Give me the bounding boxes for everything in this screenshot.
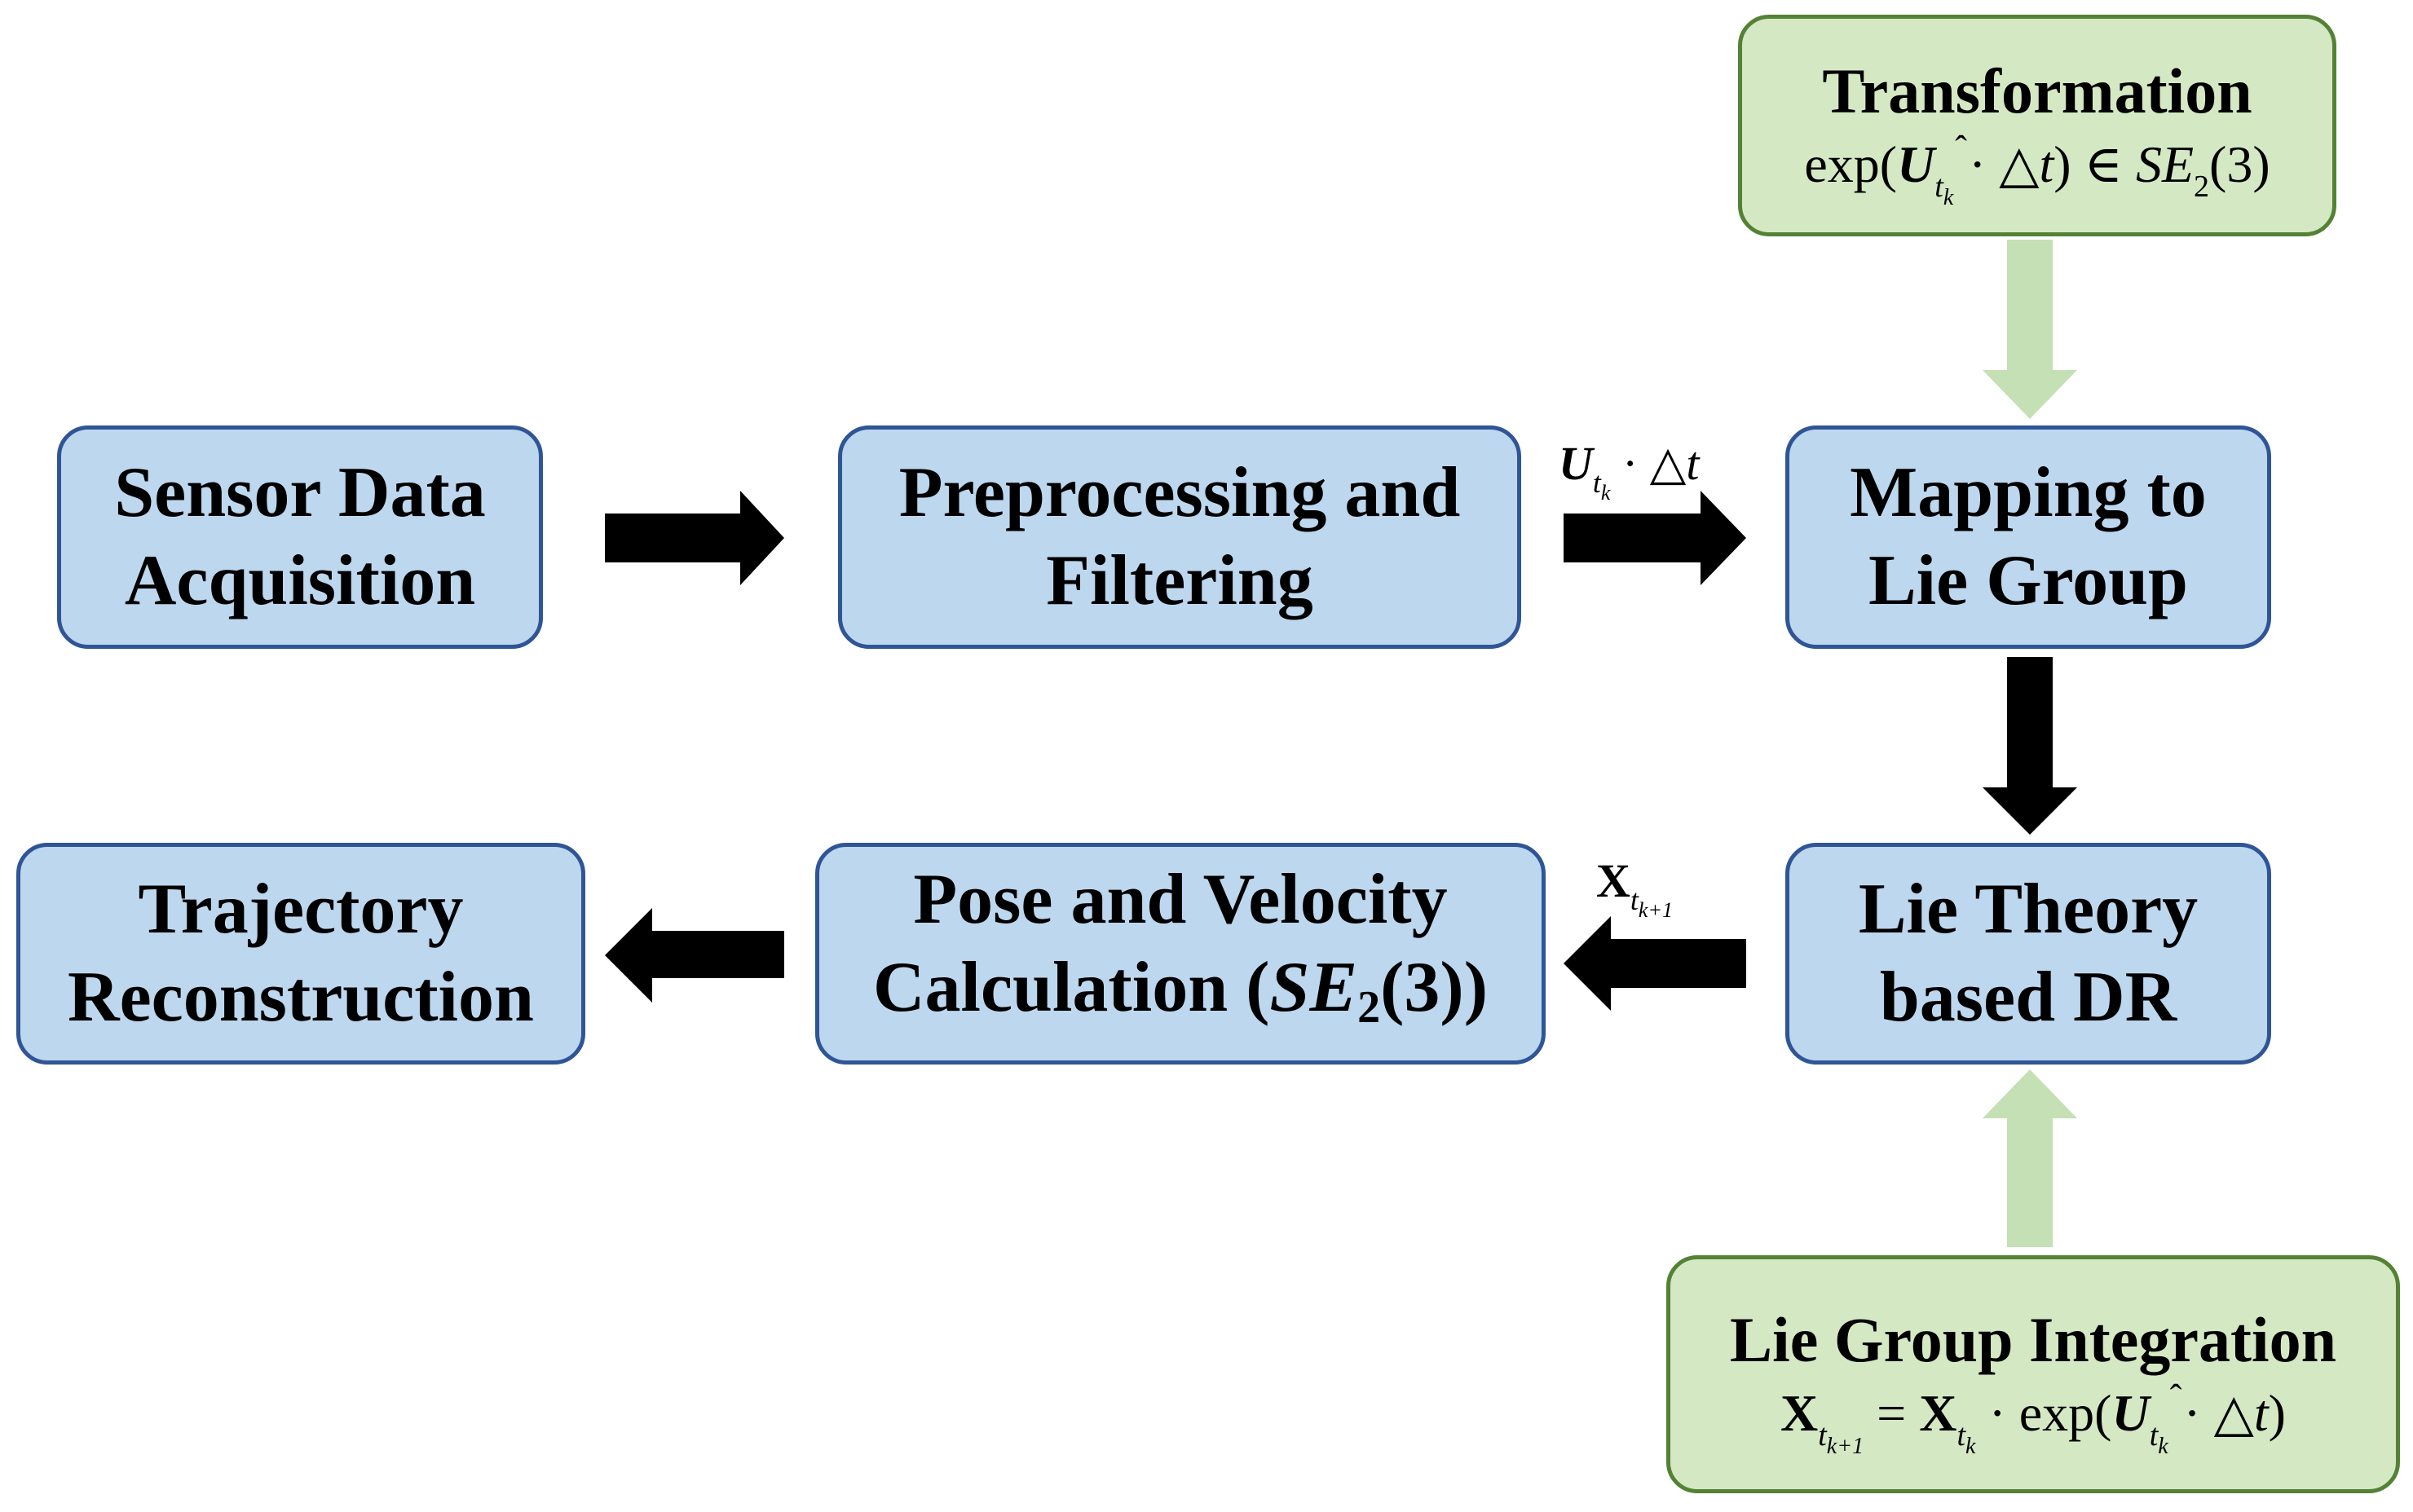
- pose-math-tail: (3)): [1380, 948, 1488, 1027]
- sensor-line2: Acquisition: [124, 541, 476, 620]
- trajectory-line2: Reconstruction: [68, 958, 534, 1037]
- sensor-line1: Sensor Data: [114, 453, 486, 532]
- arrow-mapping-to-lietheory: [1983, 657, 2077, 835]
- trajectory-reconstruction-box: Trajectory Reconstruction: [16, 843, 585, 1065]
- trajectory-line1: Trajectory: [138, 870, 464, 949]
- arrow-lietheory-to-pose: [1564, 916, 1746, 1011]
- pose-velocity-box: Pose and Velocity Calculation (SE2(3)): [815, 843, 1546, 1065]
- mapping-line2: Lie Group: [1868, 541, 2188, 620]
- integration-title: Lie Group Integration: [1730, 1304, 2336, 1375]
- transformation-box: Transformation exp(Utkˆ· △t) ∈ SE2(3): [1738, 15, 2336, 236]
- pose-line1: Pose and Velocity: [913, 860, 1448, 939]
- arrow-label-x-tk1: Xtk+1: [1596, 854, 1673, 922]
- preprocessing-filtering-box: Preprocessing and Filtering: [838, 425, 1521, 649]
- arrow-transformation-to-mapping: [1983, 240, 2077, 419]
- pose-line2-text: Calculation (: [872, 948, 1270, 1027]
- integration-formula: Xtk+1 = Xtk · exp(Utkˆ· △t): [1780, 1378, 2286, 1459]
- pose-math-se: SE: [1269, 948, 1358, 1027]
- pose-line2: Calculation (SE2(3)): [873, 944, 1488, 1051]
- lietheory-line1: Lie Theory: [1858, 870, 2199, 949]
- lietheory-line2: based DR: [1879, 958, 2177, 1037]
- transformation-title: Transformation: [1822, 55, 2252, 126]
- mapping-line1: Mapping to: [1850, 453, 2207, 532]
- arrow-pose-to-trajectory: [605, 908, 784, 1003]
- lie-group-integration-box: Lie Group Integration Xtk+1 = Xtk · exp(…: [1666, 1255, 2400, 1493]
- arrow-preprocess-to-mapping: [1564, 491, 1746, 585]
- transformation-formula: exp(Utkˆ· △t) ∈ SE2(3): [1804, 129, 2270, 210]
- arrow-integration-to-lietheory: [1983, 1069, 2077, 1247]
- pose-math-sub: 2: [1357, 982, 1381, 1033]
- arrow-sensor-to-preprocess: [605, 491, 784, 585]
- mapping-lie-group-box: Mapping to Lie Group: [1785, 425, 2271, 649]
- lie-theory-dr-box: Lie Theory based DR: [1785, 843, 2271, 1065]
- preprocess-line2: Filtering: [1046, 541, 1313, 620]
- arrow-label-ut-dt: Utk · △t: [1559, 437, 1700, 505]
- sensor-data-acquisition-box: Sensor Data Acquisition: [57, 425, 543, 649]
- preprocess-line1: Preprocessing and: [898, 453, 1461, 532]
